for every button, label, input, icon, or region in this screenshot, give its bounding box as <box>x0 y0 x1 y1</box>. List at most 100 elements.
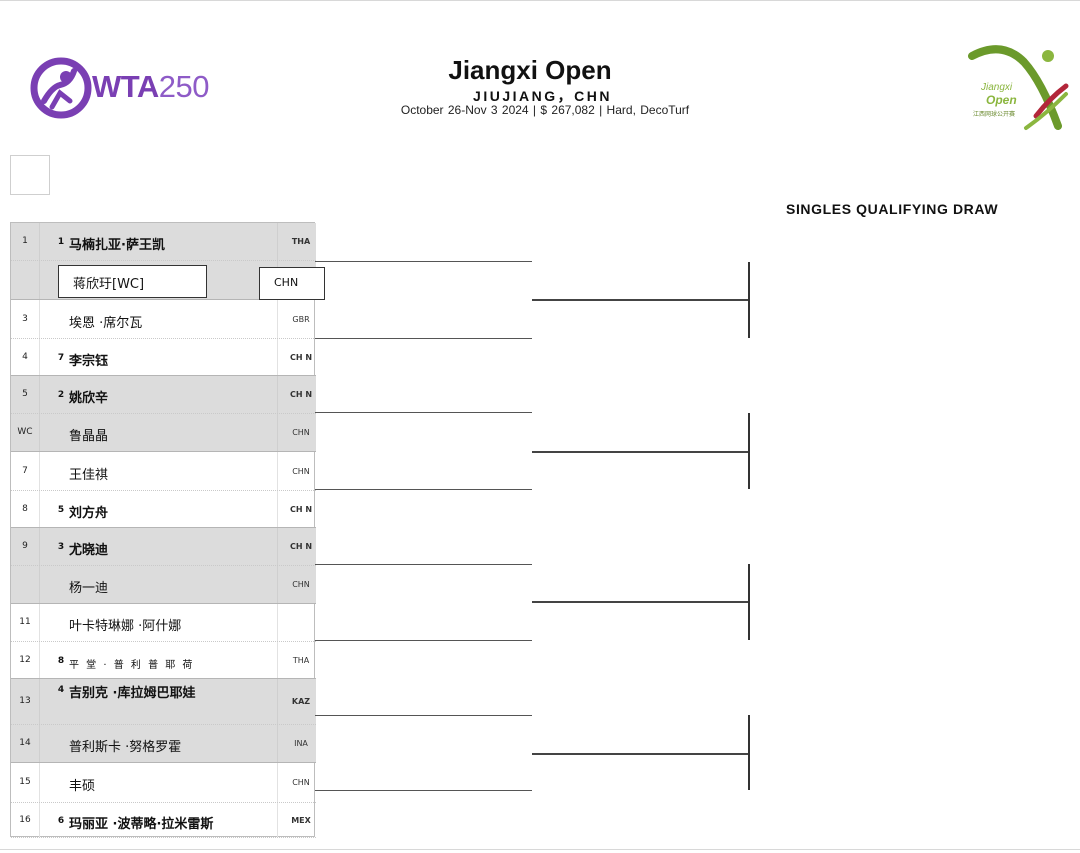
row-separator <box>11 451 316 452</box>
player-name[interactable]: 刘方舟 <box>69 506 109 521</box>
seed-number: 8 <box>57 656 65 666</box>
event-logo-line1: Jiangxi <box>981 82 1013 93</box>
cell-divider <box>277 452 278 491</box>
cell-divider <box>277 300 278 339</box>
wta-player-icon <box>30 57 92 119</box>
player-nationality: CH N <box>289 505 313 514</box>
cell-divider <box>277 566 278 604</box>
player-name[interactable]: 丰硕 <box>69 779 96 794</box>
player-name[interactable]: 普利斯卡 ·努格罗霍 <box>69 740 182 755</box>
bracket-line-bottom <box>315 640 532 641</box>
draw-position: 7 <box>22 466 28 476</box>
bracket-line-top <box>315 412 532 413</box>
cell-divider <box>277 376 278 414</box>
cell-divider <box>39 566 40 604</box>
cell-divider <box>39 300 40 339</box>
cell-divider <box>39 528 40 566</box>
highlighted-player-nationality-box[interactable]: CHN <box>259 267 325 300</box>
jiangxi-open-swoosh-icon <box>968 45 1069 130</box>
player-name[interactable]: 尤晓迪 <box>69 543 109 558</box>
bracket-line-winner <box>532 299 750 301</box>
cell-divider <box>277 763 278 803</box>
player-nationality: CHN <box>292 428 310 437</box>
player-nationality: MEX <box>291 816 311 825</box>
draw-position: 3 <box>22 314 28 324</box>
row-separator <box>11 724 316 725</box>
player-nationality: CH N <box>289 353 313 362</box>
draw-position: 14 <box>19 738 31 748</box>
row-separator <box>11 527 316 528</box>
highlighted-player-name-box[interactable]: 蒋欣玗[WC] <box>58 265 207 298</box>
cell-divider <box>39 223 40 261</box>
highlighted-player-name: 蒋欣玗[WC] <box>73 277 145 292</box>
row-separator <box>11 375 316 376</box>
row-separator <box>11 490 316 491</box>
bracket-line-top <box>315 715 532 716</box>
player-name[interactable]: 杨一迪 <box>69 581 109 596</box>
cell-divider <box>277 491 278 528</box>
bracket-line-bottom <box>315 338 532 339</box>
player-name[interactable]: 鲁晶晶 <box>69 429 109 444</box>
draw-position: 1 <box>22 236 28 246</box>
wta-250-logo: WTA250 <box>30 57 235 121</box>
row-separator <box>11 837 316 838</box>
cell-divider <box>39 339 40 376</box>
bracket-line-winner <box>532 451 750 453</box>
cell-divider <box>39 452 40 491</box>
wta-logo-main: WTA <box>92 69 159 104</box>
player-name[interactable]: 王佳祺 <box>69 468 109 483</box>
seed-number: 4 <box>57 685 65 695</box>
bracket-line-connector <box>748 413 750 489</box>
draw-position: 12 <box>19 655 31 665</box>
event-logo-line3: 江西网球公开赛 <box>973 111 1016 118</box>
tournament-title: Jiangxi Open <box>448 55 612 85</box>
cell-divider <box>277 679 278 725</box>
seed-number: 3 <box>57 542 65 552</box>
cell-divider <box>39 261 40 300</box>
player-nationality: CHN <box>292 778 310 787</box>
jiangxi-open-logo: Jiangxi Open 江西网球公开赛 <box>962 42 1074 138</box>
bracket-line-connector <box>748 262 750 338</box>
row-separator <box>11 338 316 339</box>
player-name[interactable]: 玛丽亚 ·波蒂略·拉米雷斯 <box>69 817 214 832</box>
seed-number: 1 <box>57 237 65 247</box>
player-nationality: CH N <box>289 390 313 399</box>
player-nationality: CHN <box>292 467 310 476</box>
placeholder-box <box>10 155 50 195</box>
row-separator <box>11 413 316 414</box>
player-name[interactable]: 平 堂 · 普 利 普 耶 荷 <box>69 660 195 671</box>
player-name[interactable]: 叶卡特琳娜 ·阿什娜 <box>69 619 182 634</box>
cell-divider <box>277 642 278 679</box>
draw-position: 13 <box>19 696 31 706</box>
seed-number: 5 <box>57 505 65 515</box>
draw-position: 9 <box>22 541 28 551</box>
draw-row: 5 2 姚欣辛 CH N <box>11 376 316 414</box>
draw-position: 8 <box>22 504 28 514</box>
cell-divider <box>39 414 40 452</box>
seed-number: 2 <box>57 390 65 400</box>
player-name[interactable]: 马楠扎亚·萨王凯 <box>69 238 165 253</box>
cell-divider <box>277 339 278 376</box>
row-separator <box>11 762 316 763</box>
cell-divider <box>39 491 40 528</box>
wta-logo-text: WTA250 <box>92 69 210 105</box>
cell-divider <box>39 803 40 838</box>
seed-number: 6 <box>57 816 65 826</box>
draw-position: 5 <box>22 389 28 399</box>
highlighted-player-nationality: CHN <box>274 276 299 289</box>
player-name[interactable]: 埃恩 ·席尔瓦 <box>69 316 143 331</box>
player-name[interactable]: 李宗钰 <box>69 354 109 369</box>
cell-divider <box>277 604 278 642</box>
row-separator <box>11 299 316 300</box>
player-name[interactable]: 吉别克 ·库拉姆巴耶娃 <box>69 686 196 701</box>
player-nationality: KAZ <box>291 697 311 706</box>
tournament-details: October 26-Nov 3 2024 | $ 267,082 | Hard… <box>400 103 690 117</box>
player-name[interactable]: 姚欣辛 <box>69 391 109 406</box>
row-separator <box>11 565 316 566</box>
tournament-location: JIUJIANG，CHN <box>473 88 612 104</box>
bracket-line-winner <box>532 601 750 603</box>
draw-position: WC <box>17 427 33 437</box>
